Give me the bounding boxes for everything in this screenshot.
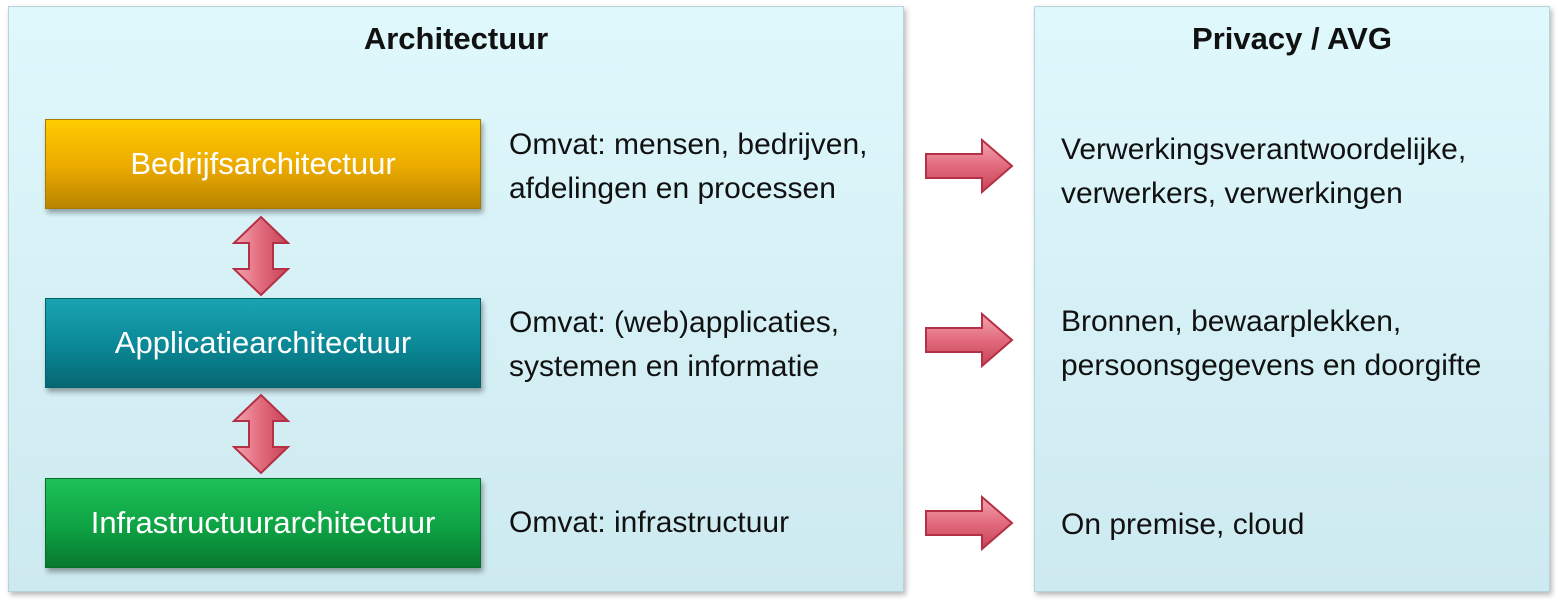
architecture-panel: Architectuur Bedrijfsarchitectuur Omvat:…: [8, 6, 904, 592]
privacy-application-text: Bronnen, bewaarplekken, persoonsgegevens…: [1061, 305, 1482, 382]
double-arrow-icon-application-infrastructure: [231, 393, 291, 475]
right-arrow-icon-application: [925, 312, 1014, 368]
application-architecture-box: Applicatiearchitectuur: [45, 298, 481, 388]
business-architecture-label: Bedrijfsarchitectuur: [130, 146, 396, 181]
privacy-panel: Privacy / AVG Verwerkingsverantwoordelij…: [1034, 6, 1550, 592]
architecture-title: Architectuur: [363, 21, 549, 56]
privacy-business-text: Verwerkingsverantwoordelijke, verwerkers…: [1061, 133, 1467, 210]
infrastructure-architecture-box: Infrastructuurarchitectuur: [45, 478, 481, 568]
double-arrow-icon-business-application: [231, 215, 291, 297]
business-architecture-box: Bedrijfsarchitectuur: [45, 119, 481, 209]
privacy-title: Privacy / AVG: [1192, 21, 1392, 56]
application-architecture-label: Applicatiearchitectuur: [114, 325, 412, 360]
right-arrow-icon-business: [925, 138, 1014, 194]
right-arrow-icon-infrastructure: [925, 495, 1014, 551]
application-architecture-description: Omvat: (web)applicaties, systemen en inf…: [509, 306, 840, 383]
business-architecture-description: Omvat: mensen, bedrijven, afdelingen en …: [509, 128, 868, 205]
infrastructure-architecture-label: Infrastructuurarchitectuur: [90, 505, 436, 540]
privacy-infrastructure-text: On premise, cloud: [1061, 508, 1305, 541]
infrastructure-architecture-description: Omvat: infrastructuur: [509, 506, 790, 539]
